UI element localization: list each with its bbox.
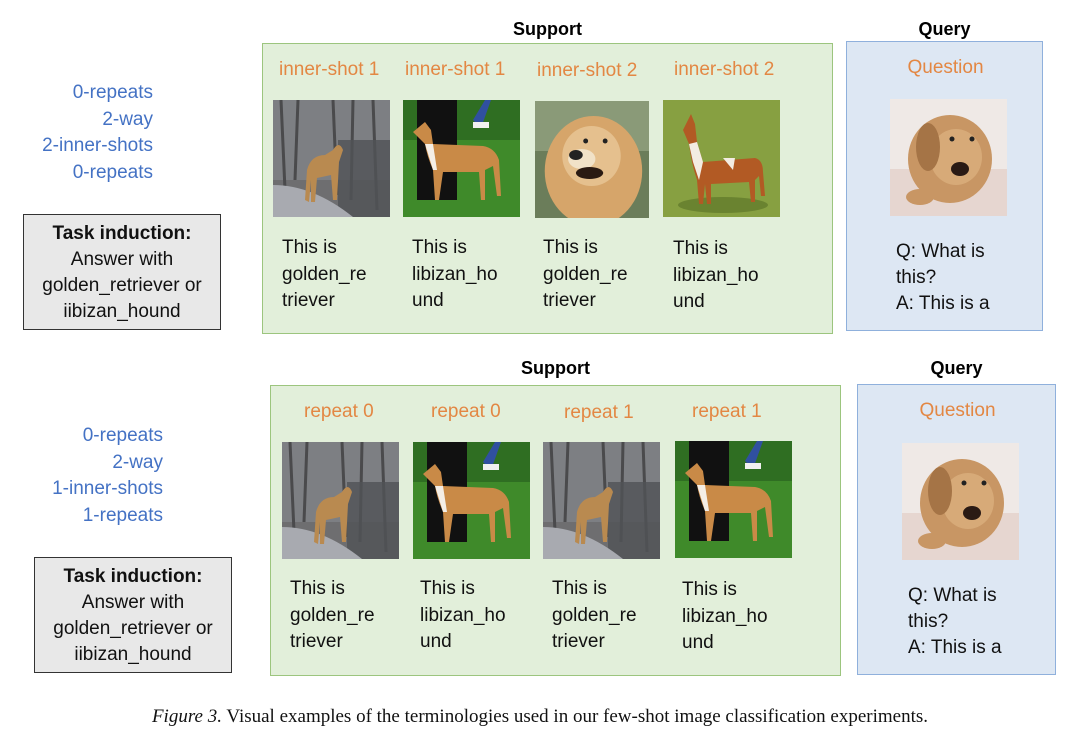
- task-induction-line: iibizan_hound: [74, 644, 192, 665]
- param-inner-shots: 2-inner-shots: [42, 135, 153, 156]
- shot-label: inner-shot 2: [674, 59, 775, 80]
- param-way: 2-way: [112, 451, 163, 473]
- shot-text: This is libizan_ho und: [412, 237, 498, 311]
- support-title: Support: [513, 19, 582, 39]
- param-repeats-2: 1-repeats: [82, 504, 163, 526]
- task-induction-line: Answer with: [81, 592, 185, 613]
- shot-text: This is golden_re triever: [552, 578, 637, 652]
- query-box: Question Q: What is this? A: This is a: [857, 384, 1056, 675]
- param-way: 2-way: [102, 108, 153, 130]
- support-box: repeat 0 This is golden_re triever repea…: [270, 385, 841, 676]
- puppy-image: [902, 443, 1019, 560]
- task-induction-heading: Task induction:: [63, 566, 203, 587]
- query-title: Query: [930, 358, 983, 378]
- shot-text: This is libizan_ho und: [673, 238, 759, 312]
- question-label: Question: [907, 57, 984, 78]
- query-title: Query: [918, 19, 971, 39]
- shot-text: This is golden_re triever: [282, 237, 367, 311]
- shot-text: This is libizan_ho und: [420, 578, 506, 652]
- task-induction-line: Answer with: [70, 249, 174, 270]
- puppy-image: [890, 99, 1007, 216]
- dog-image: [403, 100, 520, 217]
- question-label: Question: [919, 400, 996, 421]
- dog-image: [663, 100, 780, 217]
- shot-label: repeat 1: [692, 401, 762, 422]
- query-text: Q: What is this? A: This is a: [896, 241, 990, 314]
- dog-image: [675, 441, 792, 558]
- shot-label: repeat 1: [564, 402, 634, 423]
- shot-label: repeat 0: [431, 401, 501, 422]
- support-box: inner-shot 1 This is golden_re triever i…: [262, 43, 833, 334]
- dog-image: [413, 442, 530, 559]
- caption-text: Visual examples of the terminologies use…: [221, 706, 929, 727]
- dog-image: [282, 442, 399, 559]
- task-induction-line: golden_retriever or: [53, 618, 213, 639]
- task-induction-box: Task induction: Answer with golden_retri…: [34, 557, 232, 673]
- query-box: Question Q: What is this? A: This is a: [846, 41, 1043, 331]
- param-inner-shots: 1-inner-shots: [52, 478, 163, 499]
- query-text: Q: What is this? A: This is a: [908, 585, 1002, 658]
- shot-label: inner-shot 1: [279, 59, 380, 80]
- dog-image: [543, 442, 660, 559]
- shot-label: inner-shot 1: [405, 59, 506, 80]
- figure-number: Figure 3.: [151, 706, 222, 727]
- shot-label: repeat 0: [304, 401, 374, 422]
- task-induction-line: golden_retriever or: [42, 275, 202, 296]
- task-induction-line: iibizan_hound: [63, 301, 181, 322]
- param-repeats-2: 0-repeats: [72, 161, 153, 183]
- shot-text: This is golden_re triever: [290, 578, 375, 652]
- task-induction-heading: Task induction:: [52, 223, 192, 244]
- figure-caption: Figure 3. Visual examples of the termino…: [0, 706, 1080, 728]
- param-repeats: 0-repeats: [72, 82, 153, 103]
- dog-image: [535, 101, 649, 218]
- task-induction-box: Task induction: Answer with golden_retri…: [23, 214, 221, 330]
- panel-2-params: 0-repeats 2-way 1-inner-shots 1-repeats: [30, 423, 163, 529]
- panel-1-params: 0-repeats 2-way 2-inner-shots 0-repeats: [20, 80, 153, 186]
- dog-image: [273, 100, 390, 217]
- shot-text: This is libizan_ho und: [682, 579, 768, 653]
- shot-text: This is golden_re triever: [543, 237, 628, 311]
- support-title: Support: [521, 358, 590, 378]
- shot-label: inner-shot 2: [537, 60, 638, 81]
- param-repeats: 0-repeats: [82, 425, 163, 446]
